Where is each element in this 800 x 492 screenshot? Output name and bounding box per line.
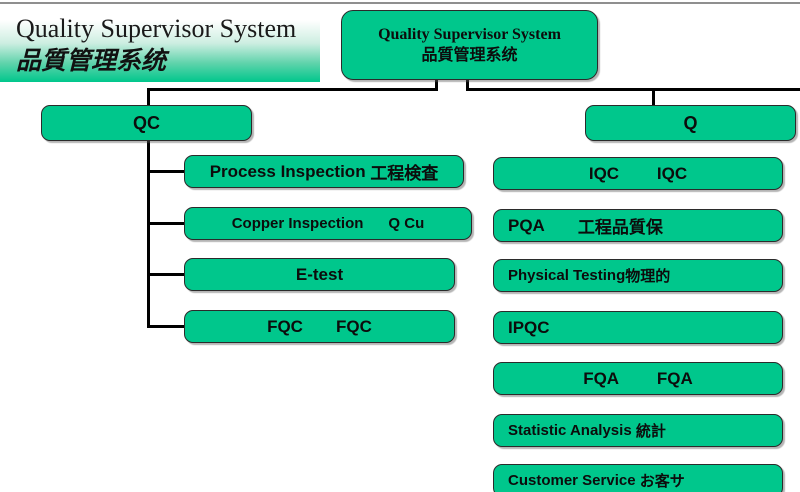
pqa-label-local: 工程品質保 bbox=[577, 218, 663, 237]
physical-testing-label-local: 物理的 bbox=[625, 268, 671, 285]
node-e-test[interactable]: E-test bbox=[184, 258, 455, 291]
node-statistic-analysis[interactable]: Statistic Analysis 統計 bbox=[493, 414, 783, 447]
connector-stub-fqc bbox=[147, 325, 185, 328]
page-title-banner: Quality Supervisor System 品質管理系统 bbox=[0, 10, 320, 82]
connector-root-drop-left bbox=[435, 78, 438, 90]
fqa-label-en: FQA bbox=[583, 368, 620, 388]
fqc-label-en: FQC bbox=[267, 316, 303, 336]
node-fqc[interactable]: FQC FQC bbox=[184, 310, 455, 343]
statistic-analysis-label-local: 統計 bbox=[635, 423, 666, 440]
pqa-label-en: PQA bbox=[508, 215, 545, 235]
top-divider-rule bbox=[0, 2, 800, 4]
fqa-spacer bbox=[619, 369, 657, 389]
q-head-label: Q bbox=[683, 112, 698, 133]
process-inspection-label-en: Process Inspection bbox=[209, 161, 366, 181]
root-label-english: Quality Supervisor System bbox=[378, 26, 561, 43]
pqa-spacer bbox=[545, 216, 578, 236]
node-root-quality-supervisor-system[interactable]: Quality Supervisor System 品質管理系统 bbox=[341, 10, 598, 80]
connector-stub-process-inspection bbox=[147, 170, 185, 173]
connector-stub-e-test bbox=[147, 273, 185, 276]
connector-qc-head-drop bbox=[147, 88, 150, 108]
customer-service-label-en: Customer Service bbox=[508, 472, 636, 489]
connector-stub-copper-inspection bbox=[147, 222, 185, 225]
node-q-head[interactable]: Q bbox=[585, 105, 796, 141]
customer-service-label-local: お客サ bbox=[639, 473, 685, 490]
node-physical-testing[interactable]: Physical Testing 物理的 bbox=[493, 259, 783, 292]
copper-inspection-label-local: Q Cu bbox=[388, 215, 425, 232]
node-ipqc[interactable]: IPQC bbox=[493, 311, 783, 344]
ipqc-label: IPQC bbox=[508, 317, 550, 337]
copper-inspection-label-en: Copper Inspection bbox=[231, 215, 364, 232]
node-qc-head[interactable]: QC bbox=[41, 105, 252, 141]
process-inspection-label-local: 工程検査 bbox=[370, 164, 439, 183]
node-customer-service[interactable]: Customer Service お客サ bbox=[493, 464, 783, 492]
connector-qc-trunk bbox=[147, 108, 150, 327]
copper-inspection-spacer bbox=[363, 215, 388, 232]
qc-head-label: QC bbox=[133, 112, 160, 133]
statistic-analysis-label-en: Statistic Analysis bbox=[508, 422, 632, 439]
node-iqc[interactable]: IQC IQC bbox=[493, 157, 783, 190]
fqc-label-local: FQC bbox=[336, 316, 372, 336]
connector-root-drop-right bbox=[466, 78, 469, 90]
physical-testing-label-en: Physical Testing bbox=[508, 267, 626, 284]
node-copper-inspection[interactable]: Copper Inspection Q Cu bbox=[184, 207, 472, 240]
connector-horizontal-left bbox=[147, 88, 438, 91]
iqc-label-local: IQC bbox=[656, 163, 688, 183]
fqc-spacer bbox=[303, 317, 336, 337]
e-test-label: E-test bbox=[295, 264, 344, 284]
banner-title-english: Quality Supervisor System bbox=[16, 14, 297, 43]
banner-title-chinese: 品質管理系统 bbox=[16, 48, 167, 75]
node-fqa[interactable]: FQA FQA bbox=[493, 362, 783, 395]
node-pqa[interactable]: PQA 工程品質保 bbox=[493, 209, 783, 242]
fqa-label-local: FQA bbox=[656, 368, 693, 388]
iqc-label-en: IQC bbox=[588, 163, 620, 183]
connector-q-head-drop bbox=[652, 88, 655, 108]
iqc-spacer bbox=[619, 164, 657, 184]
root-label-chinese: 品質管理系统 bbox=[421, 47, 518, 64]
node-process-inspection[interactable]: Process Inspection 工程検査 bbox=[184, 155, 464, 188]
connector-horizontal-right bbox=[466, 88, 800, 91]
